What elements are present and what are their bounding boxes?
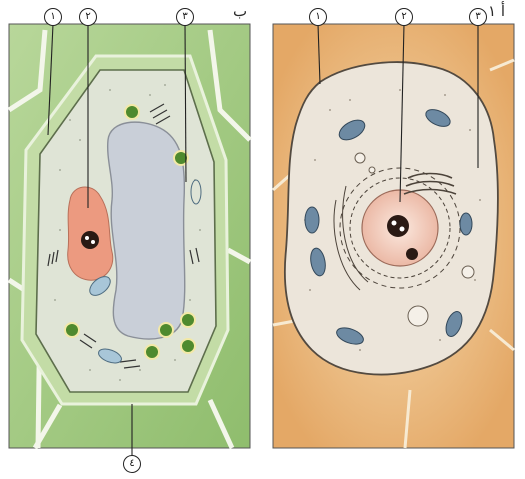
plant-callout-4: ٤ bbox=[123, 455, 141, 473]
animal-panel-letter-num: ١ bbox=[488, 2, 496, 20]
animal-panel-letter-prefix: أ bbox=[501, 2, 505, 20]
plant-nucleolus bbox=[81, 231, 99, 249]
animal-nucleolus bbox=[387, 215, 409, 237]
animal-panel-letter: أ ١ bbox=[488, 4, 505, 19]
animal-callout-1: ١ bbox=[309, 8, 327, 26]
animal-callout-3: ٣ bbox=[469, 8, 487, 26]
plant-callout-3: ٣ bbox=[176, 8, 194, 26]
plant-mitochondrion bbox=[191, 180, 201, 204]
plant-panel-letter: ب bbox=[233, 4, 247, 19]
plant-callout-1: ١ bbox=[44, 8, 62, 26]
animal-callout-2: ٢ bbox=[395, 8, 413, 26]
plant-cell-panel bbox=[9, 24, 250, 448]
plant-callout-2: ٢ bbox=[79, 8, 97, 26]
plant-vacuole bbox=[108, 122, 185, 339]
